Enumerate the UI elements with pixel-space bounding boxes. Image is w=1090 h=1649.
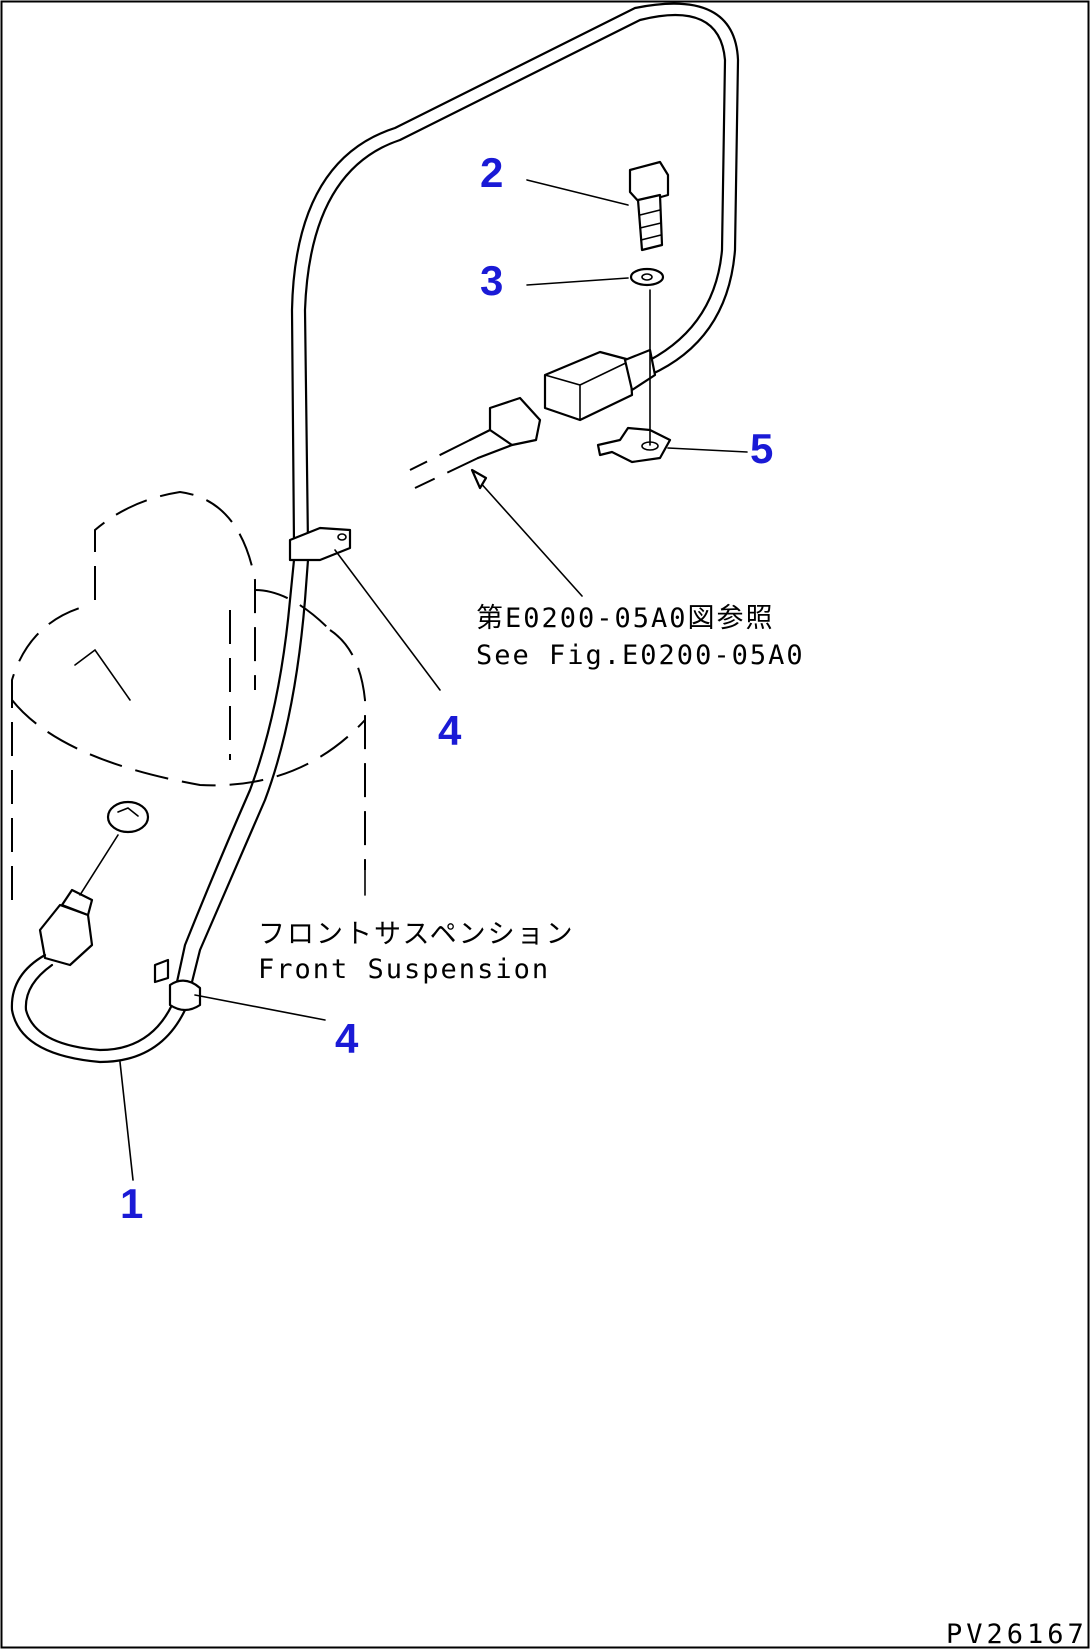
leader-lines (119, 179, 748, 1181)
callout-4-lower: 4 (335, 1015, 359, 1062)
callout-3: 3 (480, 257, 503, 304)
sensor-mount-boss (106, 800, 150, 834)
item-4-clamp-upper (288, 526, 352, 562)
mating-connector (409, 396, 542, 489)
drawing-code: PV26167 (946, 1619, 1088, 1649)
item-5-bracket (596, 426, 672, 464)
suspension-label-en: Front Suspension (258, 954, 550, 985)
item-3-washer (629, 267, 665, 287)
item-1-sensor-harness (10, 2, 740, 1064)
callout-5: 5 (750, 425, 773, 472)
reference-note-jp: 第E0200-05A0図参照 (476, 603, 775, 634)
item-4-clamp-lower (153, 958, 202, 1012)
front-suspension-outline (11, 490, 366, 900)
callout-2: 2 (480, 149, 503, 196)
reference-note-en: See Fig.E0200-05A0 (476, 640, 805, 671)
suspension-label-jp: フロントサスペンション (258, 919, 575, 950)
callout-4-upper: 4 (438, 707, 462, 754)
callout-1: 1 (120, 1180, 143, 1227)
item-2-bolt (628, 160, 670, 252)
